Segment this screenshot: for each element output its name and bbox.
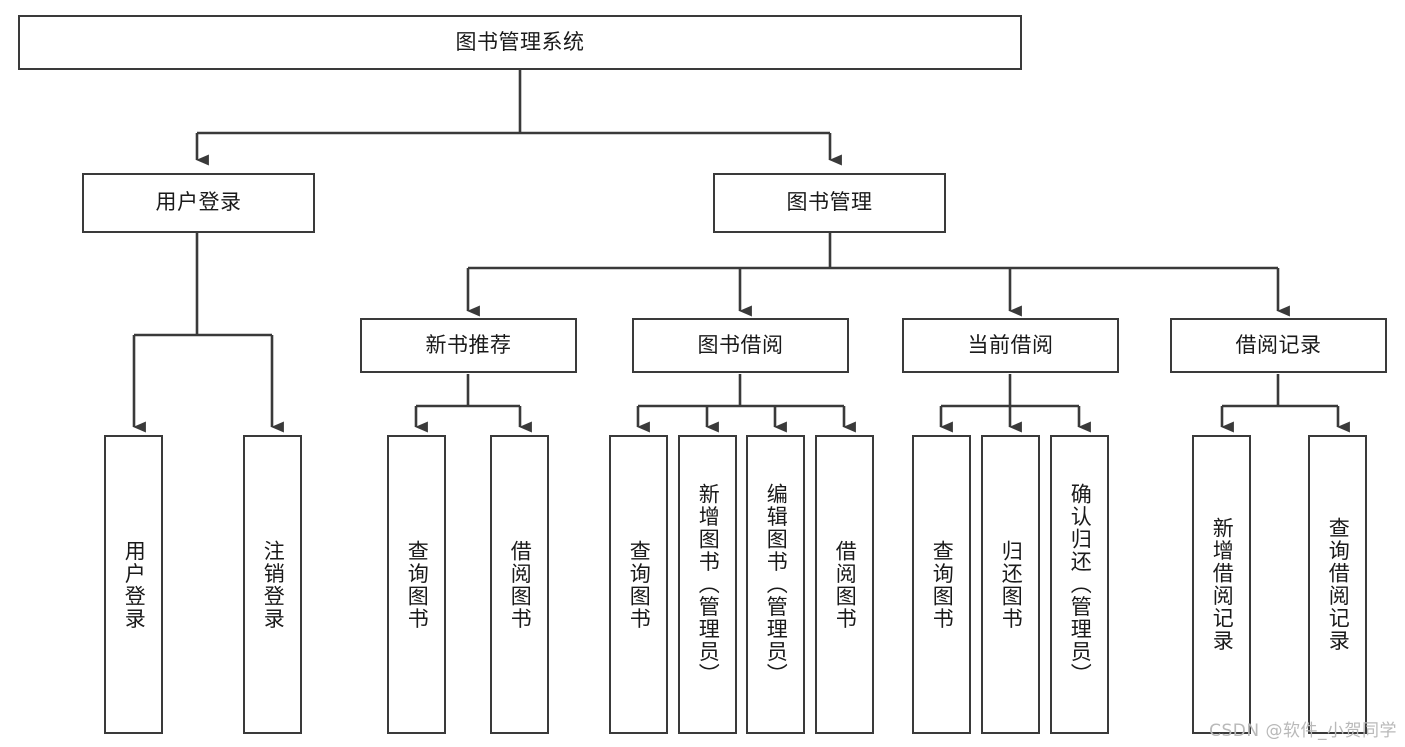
node-root-label: 图书管理系统 [455, 29, 585, 54]
node-leaf-query-book-3[interactable]: 查询图书 [912, 435, 971, 734]
node-leaf-user-logout[interactable]: 注销登录 [243, 435, 302, 734]
node-leaf-query-book-2-label: 查询图书 [627, 539, 652, 630]
node-user-login-label: 用户登录 [155, 190, 242, 215]
node-root[interactable]: 图书管理系统 [18, 15, 1022, 70]
node-borrow-record[interactable]: 借阅记录 [1170, 318, 1387, 373]
node-leaf-return-book[interactable]: 归还图书 [981, 435, 1040, 734]
csdn-watermark: CSDN @软件_小贺同学 [1209, 721, 1397, 741]
node-leaf-query-book-2[interactable]: 查询图书 [609, 435, 668, 734]
node-leaf-add-book-label: 新增图书（管理员） [696, 483, 721, 686]
node-leaf-confirm-return[interactable]: 确认归还（管理员） [1050, 435, 1109, 734]
node-leaf-query-record-label: 查询借阅记录 [1326, 517, 1351, 652]
node-leaf-borrow-book-2-label: 借阅图书 [833, 539, 858, 630]
node-leaf-user-logout-label: 注销登录 [261, 539, 286, 630]
node-book-borrow-label: 图书借阅 [697, 332, 784, 357]
node-new-book-recommend[interactable]: 新书推荐 [360, 318, 577, 373]
node-borrow-record-label: 借阅记录 [1235, 332, 1322, 357]
node-leaf-user-login-label: 用户登录 [122, 539, 147, 630]
node-leaf-user-login[interactable]: 用户登录 [104, 435, 163, 734]
node-book-manage-label: 图书管理 [786, 190, 873, 215]
node-leaf-query-record[interactable]: 查询借阅记录 [1308, 435, 1367, 734]
node-current-borrow[interactable]: 当前借阅 [902, 318, 1119, 373]
node-leaf-add-record[interactable]: 新增借阅记录 [1192, 435, 1251, 734]
node-leaf-query-book-1-label: 查询图书 [405, 539, 430, 630]
node-current-borrow-label: 当前借阅 [967, 332, 1054, 357]
node-leaf-borrow-book-1[interactable]: 借阅图书 [490, 435, 549, 734]
node-book-borrow[interactable]: 图书借阅 [632, 318, 849, 373]
node-leaf-borrow-book-2[interactable]: 借阅图书 [815, 435, 874, 734]
node-leaf-add-record-label: 新增借阅记录 [1210, 517, 1235, 652]
node-leaf-confirm-return-label: 确认归还（管理员） [1068, 483, 1093, 686]
node-leaf-borrow-book-1-label: 借阅图书 [508, 539, 533, 630]
node-new-book-recommend-label: 新书推荐 [425, 332, 512, 357]
node-user-login[interactable]: 用户登录 [82, 173, 315, 233]
node-leaf-query-book-3-label: 查询图书 [930, 539, 955, 630]
node-leaf-edit-book-label: 编辑图书（管理员） [764, 483, 789, 686]
node-leaf-return-book-label: 归还图书 [999, 539, 1024, 630]
node-leaf-edit-book[interactable]: 编辑图书（管理员） [746, 435, 805, 734]
node-leaf-query-book-1[interactable]: 查询图书 [387, 435, 446, 734]
node-leaf-add-book[interactable]: 新增图书（管理员） [678, 435, 737, 734]
node-book-manage[interactable]: 图书管理 [713, 173, 946, 233]
